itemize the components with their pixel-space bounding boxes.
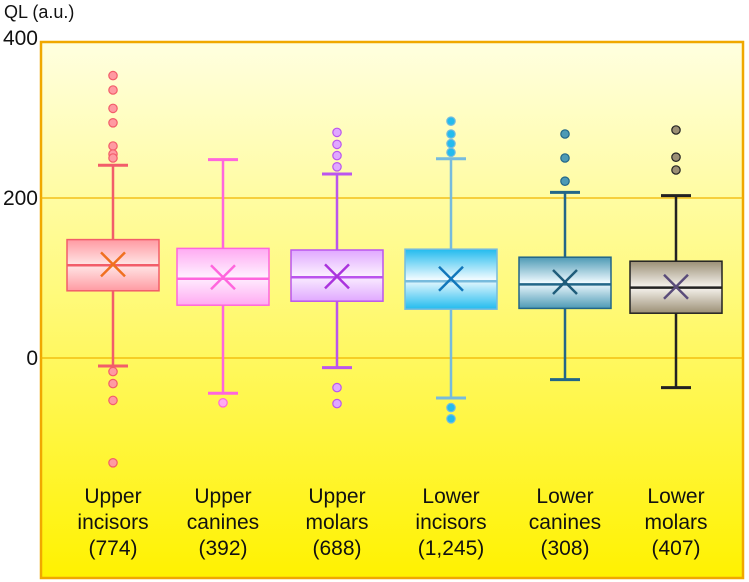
outlier-point bbox=[108, 395, 118, 406]
outlier-point bbox=[332, 398, 342, 409]
category-label: incisors bbox=[415, 511, 486, 534]
box-group-3 bbox=[404, 116, 498, 424]
outlier-point bbox=[332, 150, 342, 161]
category-label: Upper bbox=[84, 485, 141, 508]
mean-marker bbox=[324, 263, 350, 290]
box-group-0 bbox=[66, 70, 160, 468]
category-label: (392) bbox=[198, 537, 247, 560]
y-axis-title: QL (a.u.) bbox=[4, 2, 74, 22]
category-label: incisors bbox=[77, 511, 148, 534]
outlier-point bbox=[218, 397, 228, 408]
outlier-point bbox=[560, 129, 570, 139]
outlier-point bbox=[108, 103, 118, 114]
mean-marker bbox=[210, 264, 236, 291]
box-group-4 bbox=[518, 129, 612, 382]
mean-marker bbox=[663, 273, 689, 300]
y-tick-label-0: 0 bbox=[26, 347, 38, 370]
outlier-point bbox=[108, 70, 118, 81]
box-group-5 bbox=[629, 125, 723, 390]
outlier-point bbox=[446, 147, 456, 158]
box-group-2 bbox=[290, 127, 384, 409]
category-label: Upper bbox=[308, 485, 365, 508]
category-label: (308) bbox=[540, 537, 589, 560]
box-layer bbox=[66, 70, 723, 468]
outlier-point bbox=[446, 116, 456, 126]
y-tick-label-200: 200 bbox=[3, 187, 38, 210]
outlier-point bbox=[108, 366, 118, 377]
outlier-point bbox=[108, 85, 118, 95]
category-label: molars bbox=[644, 511, 707, 534]
category-label: (1,245) bbox=[418, 537, 485, 560]
iqr-box bbox=[290, 249, 384, 302]
category-label: (774) bbox=[88, 537, 137, 560]
category-label: Lower bbox=[422, 485, 479, 508]
outlier-point bbox=[332, 127, 342, 138]
outlier-point bbox=[446, 413, 456, 424]
mean-marker bbox=[100, 251, 126, 278]
category-label: Lower bbox=[536, 485, 593, 508]
mean-marker bbox=[552, 269, 578, 295]
grid-layer bbox=[41, 197, 743, 359]
outlier-point bbox=[108, 457, 118, 468]
plot-area bbox=[39, 40, 745, 580]
outlier-point bbox=[108, 153, 118, 163]
y-tick-label-400: 400 bbox=[3, 27, 38, 50]
outlier-point bbox=[446, 138, 456, 149]
outlier-point bbox=[332, 162, 342, 172]
category-label: canines bbox=[187, 511, 259, 534]
outlier-point bbox=[560, 176, 570, 186]
category-label: (688) bbox=[312, 537, 361, 560]
outlier-point bbox=[671, 165, 681, 175]
category-label-layer: Upper incisors (774) Upper canines (392) Upper… bbox=[77, 485, 707, 560]
outlier-point bbox=[446, 129, 456, 139]
box-group-1 bbox=[176, 158, 270, 408]
outlier-point bbox=[671, 125, 681, 135]
outlier-point bbox=[108, 141, 118, 151]
outlier-point bbox=[108, 378, 118, 389]
outlier-point bbox=[332, 139, 342, 150]
outlier-point bbox=[332, 382, 342, 393]
category-label: Lower bbox=[647, 485, 704, 508]
outlier-point bbox=[671, 152, 681, 162]
y-tick-layer: 0 200 400 bbox=[3, 27, 38, 370]
category-label: Upper bbox=[194, 485, 251, 508]
outlier-point bbox=[446, 402, 456, 413]
category-label: (407) bbox=[651, 537, 700, 560]
mean-marker bbox=[438, 265, 464, 292]
category-label: canines bbox=[529, 511, 601, 534]
category-label: molars bbox=[305, 511, 368, 534]
outlier-point bbox=[560, 153, 570, 163]
outlier-point bbox=[108, 118, 118, 128]
